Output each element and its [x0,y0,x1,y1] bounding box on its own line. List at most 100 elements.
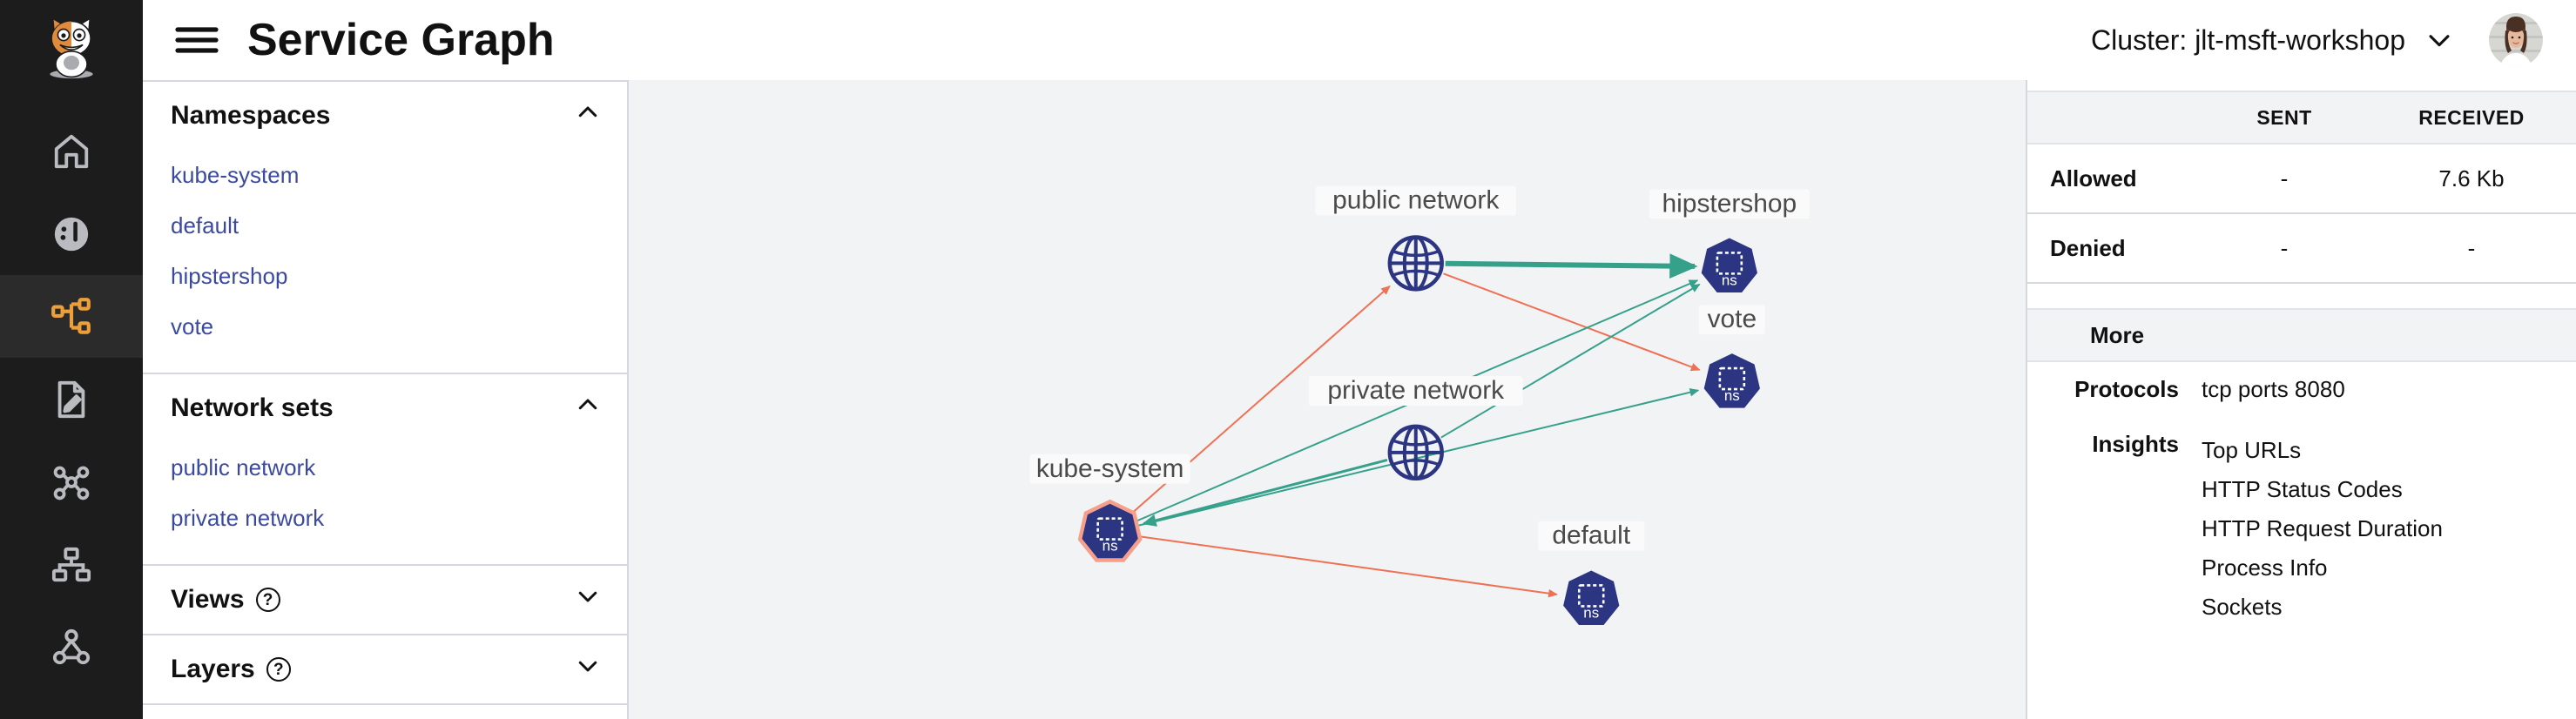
sidebar-item-clusters[interactable] [0,606,143,689]
row-received: 7.6 Kb [2438,165,2505,192]
service-graph-icon [50,295,93,339]
sidebar-item-kube-system[interactable]: kube-system [171,162,300,188]
chevron-down-icon[interactable] [2424,25,2454,55]
spacer [2027,284,2576,308]
divider [2027,282,2576,284]
graph-node-label: kube-system [1036,454,1184,483]
sidebar-item-private-network[interactable]: private network [171,505,325,531]
namespace-hexagon-icon [1563,570,1620,626]
namespace-hexagon-icon [1082,503,1138,559]
left-icon-rail [0,0,143,719]
divider [143,564,627,566]
cluster-selector-label[interactable]: Cluster: jlt-msft-workshop [2091,24,2405,56]
sidebar-section-network-sets[interactable]: Network sets [143,374,627,442]
graph-node-label: private network [1327,376,1504,405]
namespace-dashed-square-icon [1716,252,1743,275]
help-icon[interactable]: ? [255,588,280,612]
home-icon [51,131,91,171]
row-sent: - [2280,234,2289,261]
calico-cat-logo[interactable] [31,7,111,87]
sidebar-section-layers[interactable]: Layers ? [143,635,627,703]
divider [143,373,627,374]
insight-http-request-duration[interactable]: HTTP Request Duration [2202,515,2443,541]
sidebar-item-default[interactable]: default [171,212,239,239]
sidebar-item-nodes[interactable] [0,440,143,523]
sidebar-item-home[interactable] [0,110,143,192]
protocols-row: Protocols tcp ports 8080 [2027,362,2576,417]
insight-process-info[interactable]: Process Info [2202,554,2328,581]
filter-sidebar: Namespaces kube-system default hipstersh… [143,0,629,719]
insights-row: Insights Top URLs HTTP Status Codes HTTP… [2027,417,2576,641]
graph-edge[interactable] [1445,253,1698,279]
hamburger-menu-icon[interactable] [172,23,221,57]
chevron-up-icon[interactable] [575,392,601,425]
sidebar-item-service-graph[interactable] [0,275,143,358]
graph-edge[interactable] [1139,535,1558,598]
graph-edge[interactable] [1440,283,1701,439]
network-nodes-icon [51,462,91,502]
graph-node-label: default [1552,521,1630,550]
chevron-down-icon[interactable] [575,653,601,686]
help-icon[interactable]: ? [266,657,291,682]
speedometer-icon [51,214,91,254]
chevron-down-icon[interactable] [575,583,601,616]
chevron-up-icon[interactable] [575,99,601,132]
protocols-label: Protocols [2074,376,2179,402]
graph-node-private-network[interactable]: private network [1308,376,1523,481]
section-title: Network sets [171,393,334,422]
edge-details-panel: public network hipstershop SENT RECEIVED… [2026,0,2576,719]
sidebar-item-policies[interactable] [0,358,143,440]
graph-node-label: vote [1708,305,1757,333]
endpoints-icon [51,545,91,585]
sidebar-item-public-network[interactable]: public network [171,454,316,480]
namespace-hexagon-icon [1703,353,1760,408]
namespace-hexagon-icon [1701,238,1757,293]
col-received: RECEIVED [2418,105,2525,129]
namespace-dashed-square-icon [1577,584,1605,608]
insights-list: Top URLs HTTP Status Codes HTTP Request … [2202,431,2576,627]
clusters-icon [51,628,91,668]
insight-http-status-codes[interactable]: HTTP Status Codes [2202,476,2403,502]
graph-canvas[interactable]: public network hipstershop ns vote ns private… [629,82,2026,719]
graph-edge[interactable] [1138,388,1700,527]
node-sublabel: ns [1103,538,1118,554]
top-header: Service Graph Cluster: jlt-msft-workshop [143,0,2576,80]
node-sublabel: ns [1722,272,1737,288]
graph-edge[interactable] [1443,272,1701,372]
sidebar-section-views[interactable]: Views ? [143,566,627,634]
details-table-header: SENT RECEIVED [2027,91,2576,144]
more-section-header[interactable]: More [2027,308,2576,362]
namespace-dashed-square-icon [1096,517,1123,541]
divider [143,634,627,635]
row-label: Denied [2050,234,2126,261]
protocols-value: tcp ports 8080 [2202,376,2345,402]
divider [2027,212,2576,214]
graph-svg[interactable]: public network hipstershop ns vote ns private… [629,82,2026,719]
graph-node-hipstershop[interactable]: hipstershop ns [1649,190,1810,293]
col-sent: SENT [2256,105,2312,129]
graph-node-label: hipstershop [1662,190,1797,218]
divider [143,703,627,705]
section-title: Namespaces [171,101,331,130]
graph-node-kube-system[interactable]: kube-system ns [1029,454,1190,562]
network-sets-list: public network private network [143,442,627,564]
graph-node-public-network[interactable]: public network [1315,186,1516,292]
graph-node-vote[interactable]: vote ns [1698,305,1765,408]
insight-sockets[interactable]: Sockets [2202,594,2283,620]
row-sent: - [2280,165,2289,192]
namespace-dashed-square-icon [1718,366,1746,391]
insight-top-urls[interactable]: Top URLs [2202,437,2302,463]
sidebar-item-hipstershop[interactable]: hipstershop [171,263,288,289]
sidebar-section-namespaces[interactable]: Namespaces [143,82,627,150]
sidebar-item-endpoints[interactable] [0,523,143,606]
page-title: Service Graph [247,15,555,65]
sidebar-item-dashboards[interactable] [0,192,143,275]
row-received: - [2467,234,2476,261]
node-sublabel: ns [1724,387,1740,404]
sidebar-item-vote[interactable]: vote [171,313,214,339]
graph-edge[interactable] [1142,458,1388,527]
avatar[interactable] [2489,13,2543,67]
graph-node-label: public network [1332,186,1499,215]
globe-icon [1387,235,1444,292]
